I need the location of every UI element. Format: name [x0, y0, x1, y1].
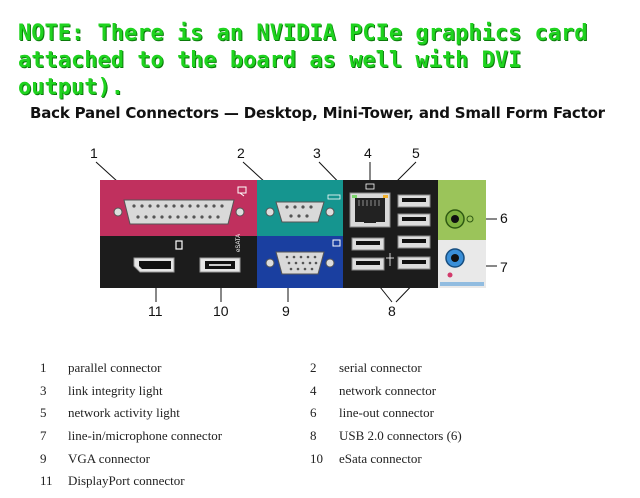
note-text: NOTE: There is an NVIDIA PCIe graphics c…: [18, 21, 588, 100]
callout-10: 10: [213, 303, 229, 319]
callout-7: 7: [500, 259, 508, 275]
network-connector: [349, 192, 391, 228]
vga-pins: [285, 255, 318, 271]
callout-9: 9: [282, 303, 290, 319]
callout-11: 11: [148, 303, 163, 319]
microphone-icon: [447, 272, 453, 278]
legend-label: DisplayPort connector: [68, 473, 185, 488]
parallel-connector: [123, 199, 235, 225]
printer-icon: [237, 186, 247, 197]
legend-label: VGA connector: [68, 451, 150, 466]
legend-num: 9: [40, 451, 47, 466]
headphone-icon: [466, 215, 474, 223]
esata-connector: [199, 257, 241, 273]
legend-label: line-in/microphone connector: [68, 428, 223, 443]
callout-2: 2: [237, 145, 245, 161]
legend-label: eSata connector: [339, 451, 422, 466]
legend-label: line-out connector: [339, 405, 434, 420]
legend-num: 5: [40, 405, 47, 420]
usb-port: [351, 257, 385, 271]
legend-label: network connector: [339, 383, 437, 398]
displayport-connector: [133, 257, 175, 273]
callout-1: 1: [90, 145, 98, 161]
callout-3: 3: [313, 145, 321, 161]
linein-connector: [445, 248, 465, 268]
usb-port: [397, 256, 431, 270]
usb-port: [397, 213, 431, 227]
legend-num: 1: [40, 360, 47, 375]
legend-num: 11: [40, 473, 53, 488]
lineout-connector: [445, 209, 465, 229]
monitor-icon: [332, 239, 341, 247]
legend-label: network activity light: [68, 405, 180, 420]
legend-num: 8: [310, 428, 317, 443]
legend-label: parallel connector: [68, 360, 162, 375]
serial-icon: [327, 194, 341, 200]
legend-label: USB 2.0 connectors (6): [339, 428, 462, 443]
displayport-icon: [175, 240, 183, 250]
legend-num: 2: [310, 360, 317, 375]
usb-ports: [351, 194, 431, 271]
legend-num: 6: [310, 405, 317, 420]
serial-connector: [275, 201, 325, 223]
network-activity-light: [383, 195, 388, 198]
usb-port: [351, 237, 385, 251]
usb-port: [397, 194, 431, 208]
link-integrity-light: [352, 195, 357, 198]
esata-icon-text: eSATA: [236, 234, 242, 252]
parallel-pins: [132, 204, 224, 219]
back-panel-illustration: eSATA: [95, 161, 497, 303]
serial-pins: [285, 205, 313, 218]
figure-heading: Back Panel Connectors — Desktop, Mini-To…: [30, 104, 605, 122]
legend-label: serial connector: [339, 360, 422, 375]
lineout-panel: [438, 180, 486, 240]
callout-4: 4: [364, 145, 372, 161]
usb-port: [397, 235, 431, 249]
callout-5: 5: [412, 145, 420, 161]
legend-num: 10: [310, 451, 323, 466]
legend-num: 4: [310, 383, 317, 398]
legend-num: 3: [40, 383, 47, 398]
callout-6: 6: [500, 210, 508, 226]
legend-num: 7: [40, 428, 47, 443]
network-icon: [365, 183, 375, 190]
legend-label: link integrity light: [68, 383, 163, 398]
callout-8: 8: [388, 303, 396, 319]
usb-icon: [386, 253, 394, 266]
